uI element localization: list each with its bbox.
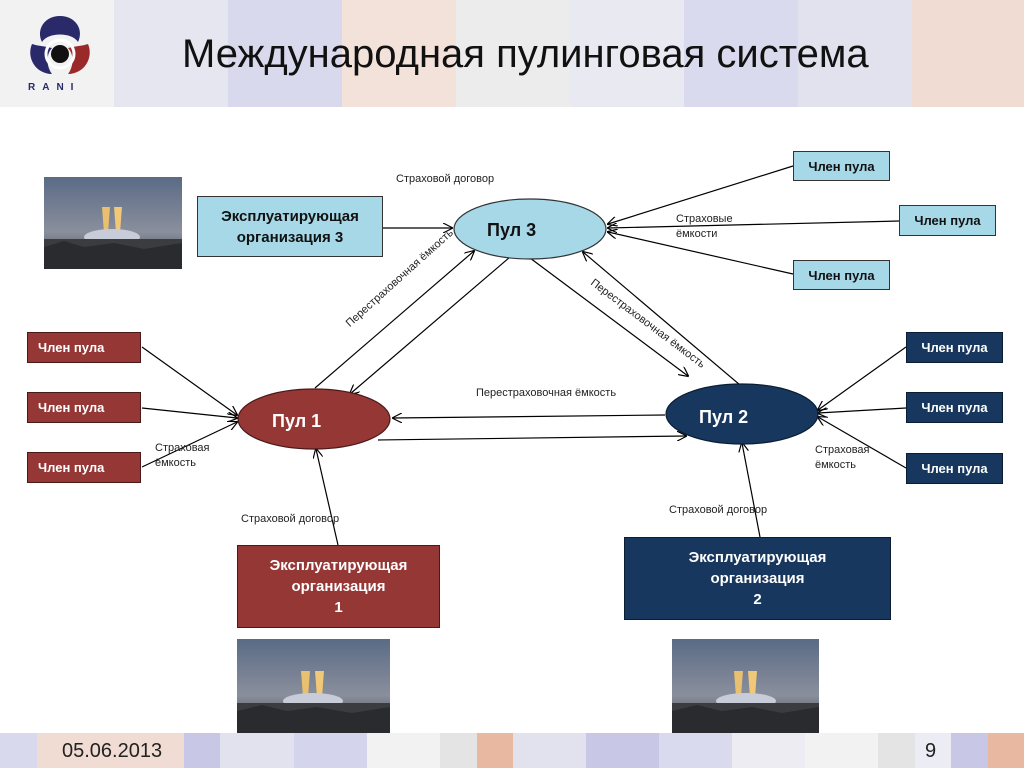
pool2-ellipse bbox=[665, 383, 819, 445]
footer-band bbox=[0, 733, 1024, 768]
contract-label-left: Страховой договор bbox=[241, 513, 340, 525]
page-title: Международная пулинговая система bbox=[182, 32, 869, 76]
power-plant-photo-3 bbox=[672, 639, 819, 733]
pool3-label: Пул 3 bbox=[487, 220, 537, 240]
pool1-member-1: Член пула bbox=[27, 332, 141, 363]
pool3-member-3: Член пула bbox=[793, 260, 890, 290]
pool3-ellipse bbox=[453, 198, 607, 260]
capacity-label-left: Страховая ёмкость bbox=[155, 442, 210, 469]
pool1-ellipse bbox=[237, 388, 391, 450]
operating-org-2: Эксплуатирующая организация 2 bbox=[624, 537, 891, 620]
footer-date: 05.06.2013 bbox=[62, 740, 163, 762]
operating-org-3: Эксплуатирующая организация 3 bbox=[197, 196, 383, 257]
reinsurance-label-middle: Перестраховочная ёмкость bbox=[476, 387, 617, 399]
logo-text: RANI bbox=[28, 82, 81, 93]
header-band bbox=[0, 0, 1024, 107]
power-plant-photo-2 bbox=[237, 639, 390, 733]
pool2-member-2: Член пула bbox=[906, 392, 1003, 423]
capacities-label-top: Страховые ёмкости bbox=[676, 213, 733, 240]
pool2-member-1: Член пула bbox=[906, 332, 1003, 363]
contract-label-top: Страховой договор bbox=[396, 173, 495, 185]
capacity-label-right: Страховая ёмкость bbox=[815, 444, 870, 471]
operating-org-1: Эксплуатирующая организация 1 bbox=[237, 545, 440, 628]
pool3-member-2: Член пула bbox=[899, 205, 996, 236]
page-number: 9 bbox=[925, 740, 937, 762]
pool2-label: Пул 2 bbox=[699, 407, 749, 427]
pool1-member-3: Член пула bbox=[27, 452, 141, 483]
pool2-member-3: Член пула bbox=[906, 453, 1003, 484]
pool1-member-2: Член пула bbox=[27, 392, 141, 423]
pool3-member-1: Член пула bbox=[793, 151, 890, 181]
power-plant-photo-1 bbox=[44, 177, 182, 269]
contract-label-right: Страховой договор bbox=[669, 504, 768, 516]
rani-logo-icon bbox=[30, 16, 90, 74]
pool1-label: Пул 1 bbox=[272, 411, 322, 431]
